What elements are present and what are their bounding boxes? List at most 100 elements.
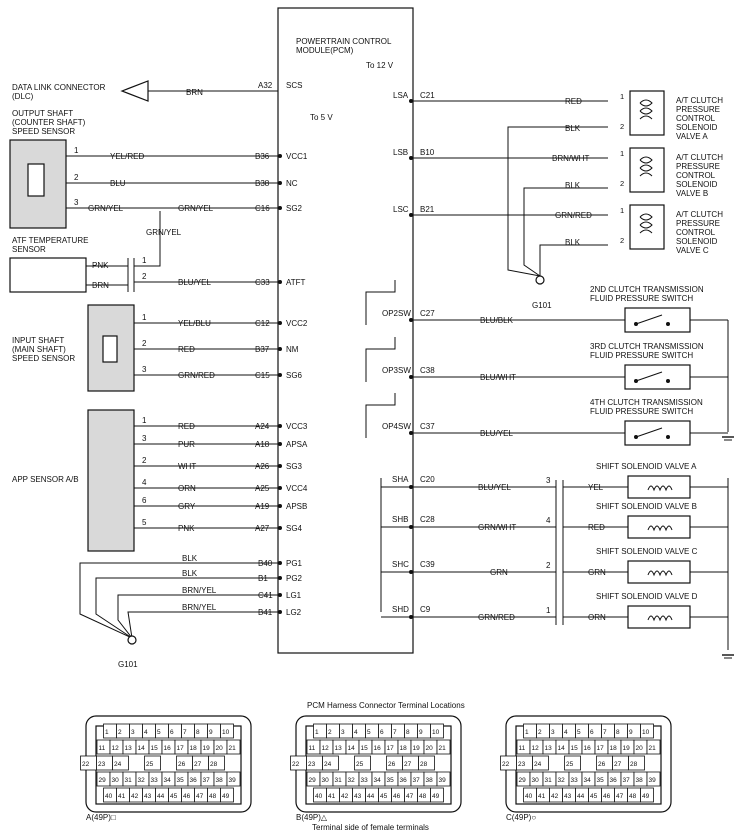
clutch-solenoid-name-1-2: CONTROL: [676, 171, 716, 180]
clutch-solenoid-name-1-0: A/T CLUTCH: [676, 153, 723, 162]
ground-term-3: LG2: [286, 608, 302, 617]
switch-pin-0: C27: [420, 309, 435, 318]
left-pin-1: B38: [255, 179, 270, 188]
shift-term-0: SHA: [392, 475, 409, 484]
connector-0-pin-3-9: 38: [216, 777, 224, 784]
left-term-6: SG6: [286, 371, 303, 380]
ground-pin-3: B41: [258, 608, 273, 617]
connector-0-pin-2-4: 26: [178, 761, 186, 768]
connector-2-pin-0-4: 5: [577, 729, 581, 736]
shift-num-1: 4: [546, 516, 551, 525]
shift-term-1: SHB: [392, 515, 408, 524]
connector-0-pin-2-2: 24: [114, 761, 122, 768]
left-term-12: SG4: [286, 524, 303, 533]
left-pin-2: C16: [255, 204, 270, 213]
lsa-term-0: LSA: [393, 91, 409, 100]
switch-pin-1: C38: [420, 366, 435, 375]
connector-2-pin-3-4: 33: [571, 777, 579, 784]
left-wire-num-6: 3: [142, 365, 147, 374]
connector-2-pin-3-6: 35: [597, 777, 605, 784]
connectors-title: PCM Harness Connector Terminal Locations: [307, 701, 465, 710]
left-wire-color-1: BLU: [110, 179, 126, 188]
g101-right: G101: [532, 301, 552, 310]
atf-label-2: SENSOR: [12, 245, 46, 254]
connector-1-pin-3-6: 35: [387, 777, 395, 784]
switch-name-0-0: 2ND CLUTCH TRANSMISSION: [590, 285, 704, 294]
connector-0-pin-4-8: 48: [209, 793, 217, 800]
pcm-title-1: POWERTRAIN CONTROL: [296, 37, 392, 46]
lsa-wire-color-0: RED: [565, 97, 582, 106]
connector-0-pin-1-2: 13: [125, 745, 133, 752]
switch-wire-color-0: BLU/BLK: [480, 316, 514, 325]
left-pin-6: C15: [255, 371, 270, 380]
oss-label-2: (COUNTER SHAFT): [12, 118, 86, 127]
connector-1-pin-4-4: 44: [367, 793, 375, 800]
left-wire-color-9: WHT: [178, 462, 196, 471]
connector-2-pin-1-9: 20: [636, 745, 644, 752]
ground-pin-0: B40: [258, 559, 273, 568]
connector-1-pin-2-6: 28: [420, 761, 428, 768]
connector-1-pin-3-1: 30: [322, 777, 330, 784]
oss-label-1: OUTPUT SHAFT: [12, 109, 73, 118]
switch-name-1-1: FLUID PRESSURE SWITCH: [590, 351, 693, 360]
connector-2-pin-4-9: 49: [642, 793, 650, 800]
shift-out-0: YEL: [588, 483, 604, 492]
left-wire-color-5: RED: [178, 345, 195, 354]
svg-text:2: 2: [620, 122, 624, 131]
lsa-pin-1: B10: [420, 148, 435, 157]
clutch-solenoid-name-0-0: A/T CLUTCH: [676, 96, 723, 105]
left-wire-num-5: 2: [142, 339, 147, 348]
left-wire-color-7: RED: [178, 422, 195, 431]
left-wire-num-10: 4: [142, 478, 147, 487]
shift-name-1: SHIFT SOLENOID VALVE B: [596, 502, 697, 511]
shift-num-2: 2: [546, 561, 551, 570]
left-pin-11: A19: [255, 502, 270, 511]
lsa-pin-0: C21: [420, 91, 435, 100]
connector-0-pin-0-9: 10: [222, 729, 230, 736]
app-label: APP SENSOR A/B: [12, 475, 79, 484]
lsa-term-1: LSB: [393, 148, 408, 157]
left-wire-color2-2: GRN/YEL: [178, 204, 214, 213]
connector-2-pin-2-0: 22: [502, 761, 510, 768]
left-wire-num-12: 5: [142, 518, 147, 527]
clutch-solenoid-name-2-1: PRESSURE: [676, 219, 720, 228]
switch-wire-color-1: BLU/WHT: [480, 373, 516, 382]
shift-pin-3: C9: [420, 605, 431, 614]
g101-left: G101: [118, 660, 138, 669]
shift-out-2: GRN: [588, 568, 606, 577]
connector-0-pin-4-4: 44: [157, 793, 165, 800]
connector-1-pin-1-10: 21: [439, 745, 447, 752]
svg-text:2: 2: [620, 179, 624, 188]
lsa-term-2: LSC: [393, 205, 409, 214]
pcm-module-box: [277, 7, 414, 654]
connector-0-pin-4-2: 42: [131, 793, 139, 800]
connector-2-pin-1-5: 16: [584, 745, 592, 752]
left-wire-color-3: BLU/YEL: [178, 278, 211, 287]
left-pin-8: A18: [255, 440, 270, 449]
connector-2-pin-4-3: 43: [564, 793, 572, 800]
connector-2-pin-2-6: 28: [630, 761, 638, 768]
connector-1-pin-4-1: 41: [328, 793, 336, 800]
left-wire-num-7: 1: [142, 416, 147, 425]
ground-wire-color-3: BRN/YEL: [182, 603, 217, 612]
connector-0-pin-1-3: 14: [138, 745, 146, 752]
connector-1-pin-1-6: 17: [387, 745, 395, 752]
connector-0-pin-1-5: 16: [164, 745, 172, 752]
connector-0-pin-0-3: 4: [144, 729, 148, 736]
ground-pin-1: B1: [258, 574, 268, 583]
ground-wire-color-1: BLK: [182, 569, 198, 578]
connector-1-pin-3-2: 31: [335, 777, 343, 784]
connector-label-1: B(49P)△: [296, 813, 328, 822]
dlc-term: SCS: [286, 81, 302, 90]
connector-2-pin-4-6: 46: [603, 793, 611, 800]
left-wire-num-0: 1: [74, 146, 79, 155]
left-wire-num-2: 3: [74, 198, 79, 207]
connector-1-pin-4-2: 42: [341, 793, 349, 800]
connector-1-pin-1-8: 19: [413, 745, 421, 752]
clutch-solenoid-box-1: [629, 147, 665, 193]
left-wire-color-6: GRN/RED: [178, 371, 215, 380]
switch-term-2: OP4SW: [382, 422, 411, 431]
atf-sensor-box: [9, 257, 87, 293]
switch-term-1: OP3SW: [382, 366, 411, 375]
shift-pin-1: C28: [420, 515, 435, 524]
